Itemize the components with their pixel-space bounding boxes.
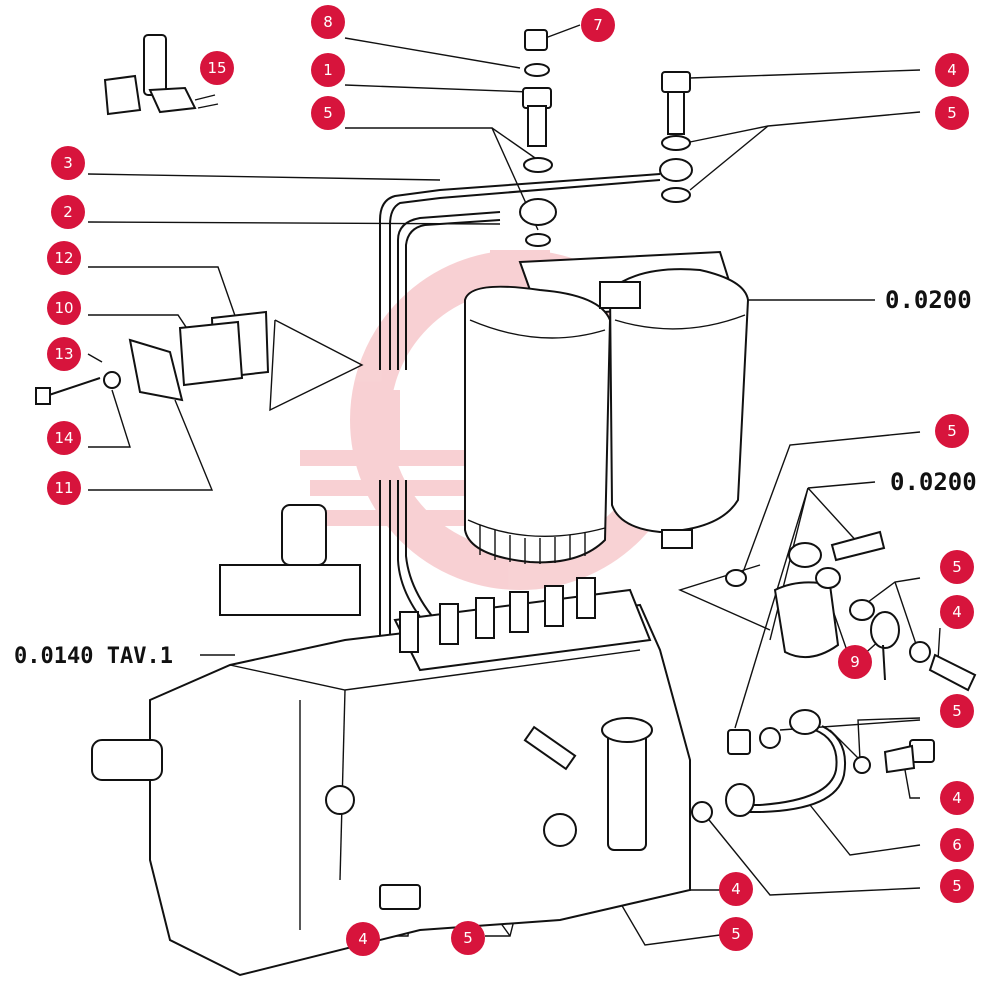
- injection-pump: [91, 504, 691, 977]
- banjo-bolts-and-washers: [519, 29, 693, 247]
- callout-4-pump-right[interactable]: 4: [719, 872, 753, 906]
- callout-12[interactable]: 12: [47, 241, 81, 275]
- callout-9[interactable]: 9: [838, 645, 872, 679]
- clip-part-15: [103, 34, 219, 116]
- callout-5-pipe-lower[interactable]: 5: [940, 869, 974, 903]
- callout-13[interactable]: 13: [47, 337, 81, 371]
- callout-5-top-left[interactable]: 5: [311, 96, 345, 130]
- callout-5-top-right[interactable]: 5: [935, 96, 969, 130]
- callout-14[interactable]: 14: [47, 421, 81, 455]
- callout-2[interactable]: 2: [51, 195, 85, 229]
- fuel-filter-assembly: [464, 250, 750, 564]
- reference-injection-pump: 0.0140 TAV.1: [14, 644, 173, 669]
- callout-5-bracket[interactable]: 5: [940, 550, 974, 584]
- callout-4-pipe[interactable]: 4: [940, 781, 974, 815]
- reference-filter-assembly: 0.0200: [885, 286, 972, 314]
- bracket-parts-10-12: [35, 310, 270, 405]
- reference-filter-bracket: 0.0200: [890, 468, 977, 496]
- callout-5-pipe-upper[interactable]: 5: [940, 694, 974, 728]
- callout-4-pump-left[interactable]: 4: [346, 922, 380, 956]
- secondary-filter-and-pipe: [691, 530, 977, 823]
- callout-10[interactable]: 10: [47, 291, 81, 325]
- callout-15[interactable]: 15: [200, 51, 234, 85]
- callout-8[interactable]: 8: [311, 5, 345, 39]
- callout-6[interactable]: 6: [940, 828, 974, 862]
- callout-7[interactable]: 7: [581, 8, 615, 42]
- callout-5-filter-right[interactable]: 5: [935, 414, 969, 448]
- callout-1[interactable]: 1: [311, 53, 345, 87]
- callout-5-pump-right[interactable]: 5: [719, 917, 753, 951]
- callout-3[interactable]: 3: [51, 146, 85, 180]
- callout-4-top[interactable]: 4: [935, 53, 969, 87]
- callout-11[interactable]: 11: [47, 471, 81, 505]
- callout-5-pump-bottom[interactable]: 5: [451, 921, 485, 955]
- callout-4-bracket[interactable]: 4: [940, 595, 974, 629]
